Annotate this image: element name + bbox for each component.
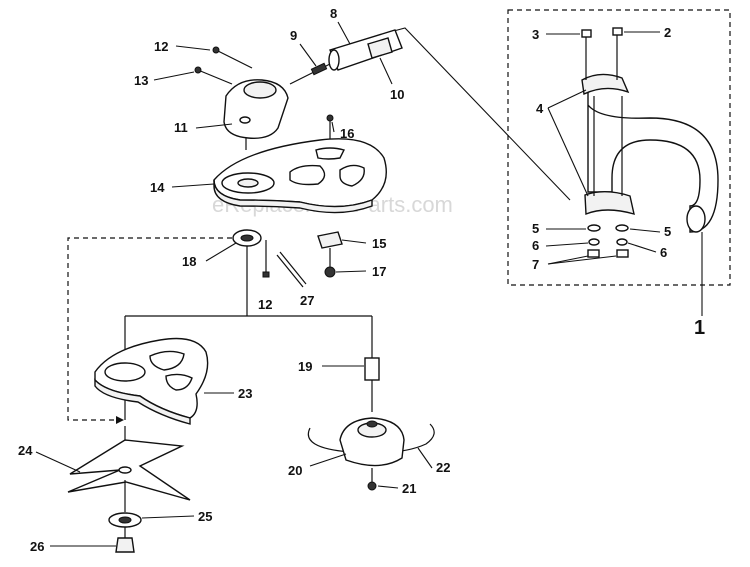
callout-6b: 6: [660, 245, 667, 260]
callout-13: 13: [134, 73, 148, 88]
pin-27: [279, 251, 307, 285]
screw-12: [215, 49, 253, 69]
debris-shield: [213, 138, 387, 214]
callout-15: 15: [372, 236, 386, 251]
callout-27: 27: [300, 293, 314, 308]
callout-17: 17: [372, 264, 386, 279]
callout-5a: 5: [532, 221, 539, 236]
callout-5b: 5: [664, 224, 671, 239]
nut-7b: [616, 249, 629, 258]
washer-6a: [588, 238, 600, 246]
handle-assembly-box: [507, 9, 731, 286]
callout-19: 19: [298, 359, 312, 374]
washer-5a: [587, 224, 601, 232]
shaft-end: [328, 49, 340, 71]
callout-26: 26: [30, 539, 44, 554]
lower-clamp: [584, 191, 635, 216]
handle-assembly: [507, 9, 731, 286]
blade-shield-23: [94, 337, 209, 425]
callout-12b: 12: [258, 297, 272, 312]
blade-nut-26: [115, 537, 135, 553]
screw-13: [197, 69, 233, 85]
blade-24: [67, 439, 191, 501]
bolt-3: [581, 29, 592, 38]
gear-head: [223, 79, 289, 150]
upper-clamp: [581, 73, 630, 96]
callout-1: 1: [694, 317, 705, 339]
callout-16: 16: [340, 126, 354, 141]
callout-6a: 6: [532, 238, 539, 253]
callout-22: 22: [436, 460, 450, 475]
callout-8: 8: [330, 6, 337, 21]
clip-15: [317, 231, 343, 249]
spacer-19: [364, 357, 380, 381]
callout-11: 11: [174, 120, 188, 135]
shaft-sleeve: [367, 37, 393, 59]
drive-shaft-group: [289, 29, 403, 85]
knob-21: [367, 481, 377, 491]
callout-24: 24: [18, 443, 33, 458]
shaft-coupler: [310, 62, 328, 76]
callout-7: 7: [532, 257, 539, 272]
callout-2: 2: [664, 25, 671, 40]
trimmer-head-20: [307, 417, 435, 467]
nut-7a: [587, 249, 600, 258]
callout-23: 23: [238, 386, 252, 401]
handle-end: [686, 205, 706, 233]
callout-25: 25: [198, 509, 212, 524]
callout-20: 20: [288, 463, 302, 478]
callout-10: 10: [390, 87, 404, 102]
callout-4: 4: [536, 101, 544, 116]
callout-18: 18: [182, 254, 196, 269]
callout-3: 3: [532, 27, 539, 42]
nut-17: [324, 266, 336, 278]
trimmer-spool: [339, 417, 405, 467]
callout-9: 9: [290, 28, 297, 43]
washer-6b: [616, 238, 628, 246]
callout-21: 21: [402, 481, 416, 496]
callout-14: 14: [150, 180, 165, 195]
callout-12a: 12: [154, 39, 168, 54]
washer-5b: [615, 224, 629, 232]
bolt-2: [612, 27, 623, 36]
